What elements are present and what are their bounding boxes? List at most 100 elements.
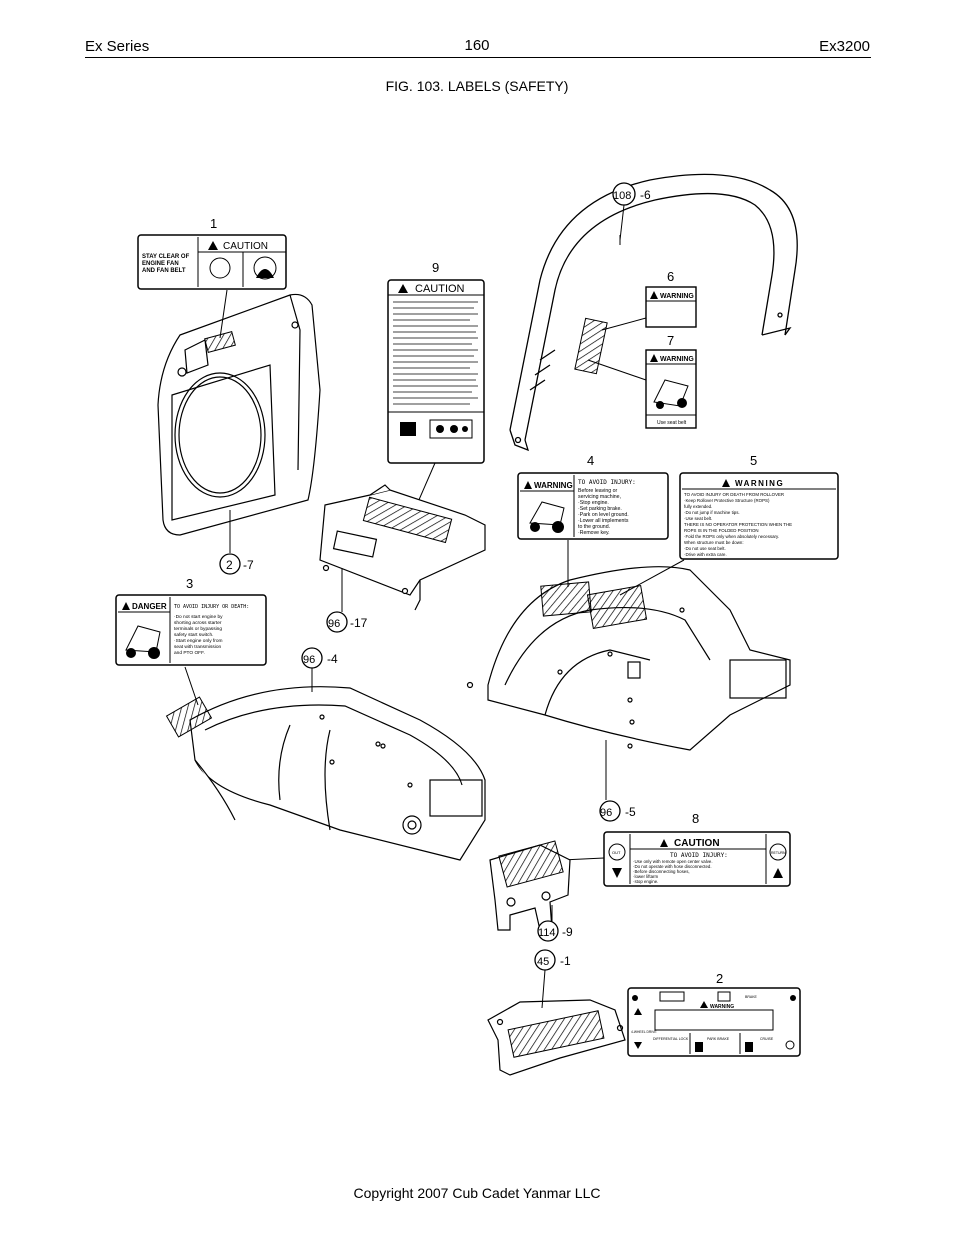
label-9-title: CAUTION (415, 283, 465, 295)
callout-2-shroud-qty: -7 (243, 558, 254, 572)
label-2-cruise: CRUISE (760, 1037, 774, 1041)
label-2-park: PARK BRAKE (707, 1037, 730, 1041)
header-series: Ex Series (85, 38, 150, 55)
label-4-title: WARNING (534, 481, 573, 490)
label-8-location (498, 840, 564, 888)
label-3-location (165, 696, 213, 738)
label-8-title: CAUTION (674, 838, 720, 849)
label-1-text-1: STAY CLEAR OF (142, 254, 190, 260)
label-8-heading: TO AVOID INJURY: (670, 852, 728, 859)
callout-5: 5 (750, 453, 757, 468)
page-number: 160 (464, 37, 490, 54)
label-4-location (540, 581, 592, 617)
label-5-lines: TO AVOID INJURY OR DEATH FROM ROLLOVER ·… (684, 492, 792, 557)
callout-114-qty: -9 (562, 925, 573, 939)
svg-text:·Before disconnecting hoses,: ·Before disconnecting hoses, (633, 869, 690, 874)
label-2-4wd: 4-WHEEL DRIVE (631, 1030, 657, 1034)
svg-text:seat with transmission: seat with transmission (174, 644, 222, 650)
callout-108: 108 (613, 190, 631, 202)
label-9-location (362, 496, 453, 544)
label-5-location (586, 584, 648, 630)
label-1-text-2: ENGINE FAN (142, 261, 179, 267)
callout-114: 114 (538, 927, 556, 939)
svg-text:·Remove key.: ·Remove key. (578, 530, 610, 536)
callout-96-fender-qty: -4 (327, 652, 338, 666)
svg-text:servicing machine,: servicing machine, (578, 494, 621, 500)
label-1-title: CAUTION (223, 241, 268, 252)
label-5: WARNING TO AVOID INJURY OR DEATH FROM RO… (679, 472, 839, 560)
callout-8: 8 (692, 811, 699, 826)
right-fender-drawing (466, 566, 791, 751)
callout-3: 3 (186, 576, 193, 591)
header-model: Ex3200 (819, 38, 870, 55)
callout-96-cover-qty: -17 (350, 616, 368, 630)
label-2-warning: WARNING (710, 1004, 734, 1010)
label-7-title: WARNING (660, 356, 694, 363)
label-4: WARNING TO AVOID INJURY: Before leaving … (517, 472, 669, 540)
parts-diagram: CAUTION STAY CLEAR OF ENGINE FAN AND FAN… (115, 173, 839, 1076)
svg-text:ROPS IS IN THE FOLDED POSITION: ROPS IS IN THE FOLDED POSITION (684, 528, 759, 533)
svg-text:·lower liftarm: ·lower liftarm (633, 874, 658, 879)
callout-96-fender: 96 (303, 654, 315, 666)
callout-45-qty: -1 (560, 954, 571, 968)
svg-text:·Drive with extra care.: ·Drive with extra care. (684, 552, 727, 557)
svg-text:terminals or bypassing: terminals or bypassing (174, 626, 222, 632)
svg-text:Before leaving or: Before leaving or (578, 488, 617, 494)
label-9: CAUTION (387, 279, 485, 464)
label-6: WARNING (645, 286, 697, 328)
label-3-title: DANGER (132, 602, 167, 611)
svg-text:to the ground.: to the ground. (578, 524, 610, 530)
label-6-title: WARNING (660, 293, 694, 300)
svg-text:When structure must be down:: When structure must be down: (684, 540, 744, 545)
label-1: CAUTION STAY CLEAR OF ENGINE FAN AND FAN… (137, 234, 287, 290)
label-3-lines: ·Do not start engine by shorting across … (174, 614, 223, 656)
label-2-brake: BRAKE (745, 995, 758, 999)
copyright-footer: Copyright 2007 Cub Cadet Yanmar LLC (353, 1185, 601, 1201)
callout-4: 4 (587, 453, 594, 468)
svg-text:·Set parking brake.: ·Set parking brake. (578, 506, 622, 512)
svg-text:·Use only with remote open cen: ·Use only with remote open center valve. (633, 859, 713, 864)
svg-text:safety start switch.: safety start switch. (174, 632, 213, 638)
svg-text:·Fold the ROPS only when absol: ·Fold the ROPS only when absolutely nece… (684, 534, 779, 539)
svg-text:·Use seat belt.: ·Use seat belt. (684, 516, 712, 521)
label-2: WARNING BRAKE DIFFERENTIAL LOCK PARK BRA… (627, 987, 801, 1057)
label-8-lines: ·Use only with remote open center valve.… (633, 859, 713, 884)
fan-shroud-drawing (157, 293, 321, 536)
svg-text:·Start engine only from: ·Start engine only from (174, 638, 223, 644)
svg-text:fully extended.: fully extended. (684, 504, 712, 509)
svg-text:shorting across starter: shorting across starter (174, 620, 222, 626)
svg-text:·Do not use seat belt.: ·Do not use seat belt. (684, 546, 726, 551)
svg-text:·stop engine.: ·stop engine. (633, 879, 658, 884)
label-8-out: OUT (612, 850, 621, 855)
label-1-location (204, 331, 236, 353)
label-4-lines: Before leaving or servicing machine, ·St… (578, 488, 629, 536)
cover-panel-drawing (319, 484, 486, 611)
label-3: DANGER TO AVOID INJURY OR DEATH: ·Do not… (115, 594, 267, 666)
svg-text:·Stop engine.: ·Stop engine. (578, 500, 609, 506)
figure-title: FIG. 103. LABELS (SAFETY) (385, 78, 569, 94)
label-2-diff: DIFFERENTIAL LOCK (653, 1037, 689, 1041)
callout-96-rfender: 96 (600, 807, 612, 819)
label-6-7-location (574, 317, 608, 375)
callout-2-shroud: 2 (226, 558, 233, 572)
label-2-location (507, 1010, 605, 1058)
label-4-heading: TO AVOID INJURY: (578, 479, 636, 486)
callout-9: 9 (432, 260, 439, 275)
label-7-foot: Use seat belt (657, 420, 687, 426)
callout-1: 1 (210, 216, 217, 231)
svg-text:·Do not jump if machine tips.: ·Do not jump if machine tips. (684, 510, 740, 515)
left-fender-drawing (189, 686, 486, 861)
callout-96-cover: 96 (328, 618, 340, 630)
label-7: WARNING Use seat belt (645, 349, 697, 429)
svg-text:·Do not start engine by: ·Do not start engine by (174, 614, 223, 620)
svg-text:THERE IS NO OPERATOR PROTECTIO: THERE IS NO OPERATOR PROTECTION WHEN THE (684, 522, 792, 527)
svg-text:·Keep Rollover Protective Stru: ·Keep Rollover Protective Structure (ROP… (684, 498, 770, 503)
svg-text:·Lower all implements: ·Lower all implements (578, 518, 629, 524)
leader-1 (219, 289, 228, 339)
svg-text:·Do not operate with hose disc: ·Do not operate with hose disconnected. (633, 864, 712, 869)
svg-text:TO AVOID INJURY OR DEATH FROM: TO AVOID INJURY OR DEATH FROM ROLLOVER (684, 492, 784, 497)
label-5-title: WARNING (735, 479, 784, 488)
header-rule (85, 57, 871, 58)
callout-6: 6 (667, 269, 674, 284)
callout-7: 7 (667, 333, 674, 348)
